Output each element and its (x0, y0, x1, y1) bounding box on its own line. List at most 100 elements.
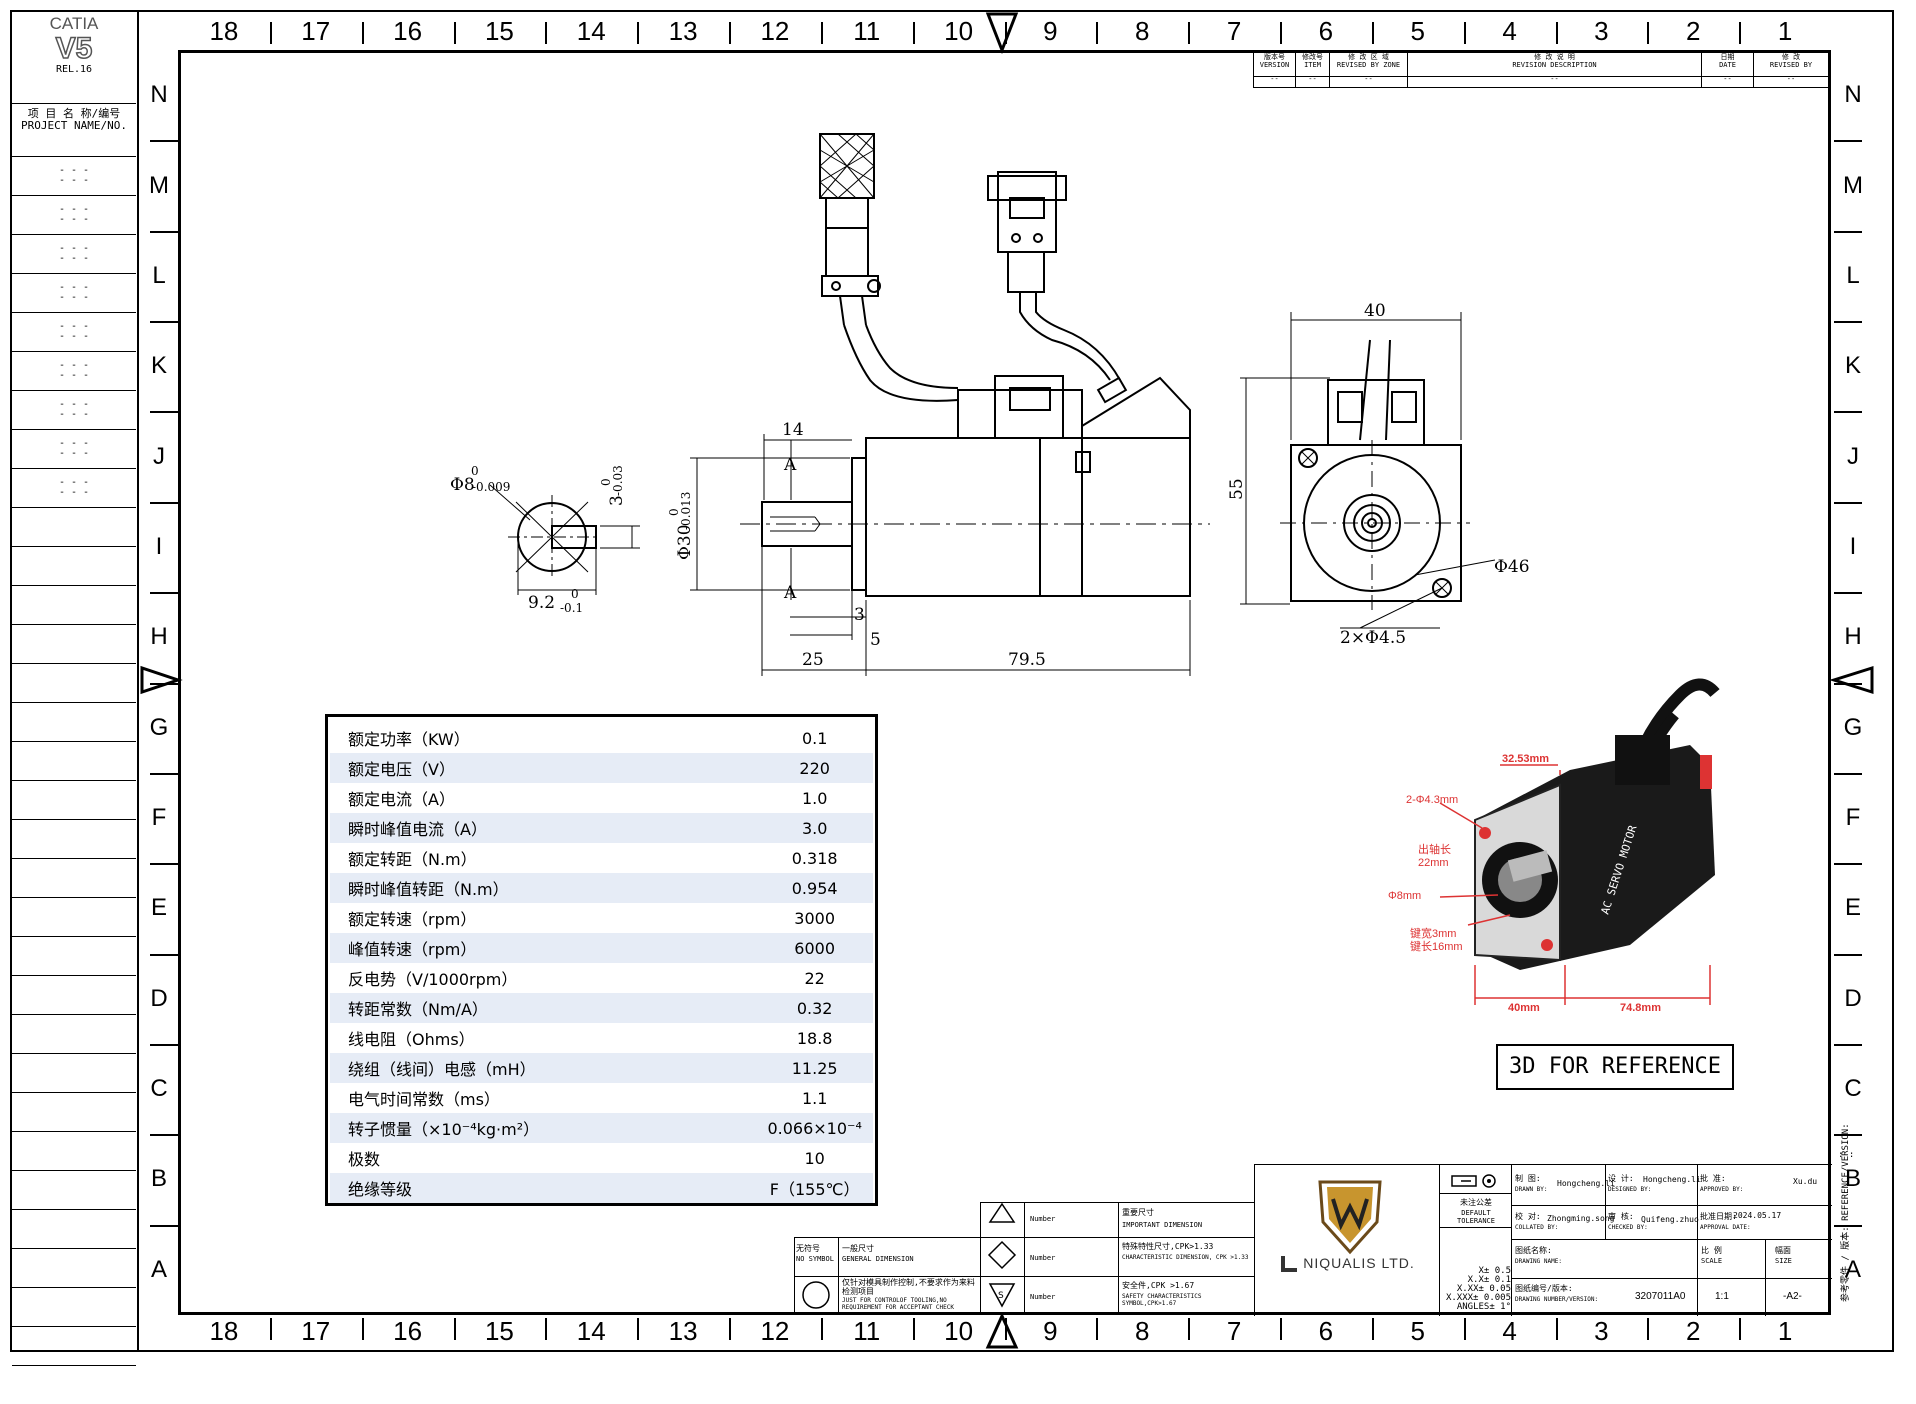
section-a-bottom: A (783, 583, 797, 603)
project-empty-row (12, 624, 136, 663)
zone-row-label: M (1843, 171, 1863, 199)
collated-label: 校 对:COLLATED BY: (1515, 1212, 1559, 1231)
zone-column-label: 17 (301, 16, 331, 46)
zone-row-label: B (1844, 1165, 1861, 1193)
tolerance-line: ANGLES± 1° (1456, 1302, 1511, 1312)
zone-column-label: 8 (1135, 1316, 1150, 1346)
drawing-name-label: 图纸名称:DRAWING NAME: (1515, 1246, 1562, 1265)
designed-value: Hongcheng.li (1643, 1175, 1701, 1184)
zone-tick (150, 501, 178, 504)
photo-dim-6: 键宽3mm (1410, 926, 1456, 940)
spec-value: 6000 (794, 938, 836, 958)
zone-column-label: 12 (760, 1316, 790, 1346)
project-row: - - - - - - (12, 468, 136, 507)
zone-column-label: 3 (1594, 16, 1609, 46)
zone-column-label: 15 (484, 16, 514, 46)
zone-tick (1096, 22, 1099, 44)
spec-row: 峰值转速（rpm）6000 (330, 933, 873, 963)
zone-tick (1280, 22, 1282, 44)
spec-name: 绕组（线间）电感（mH） (348, 1060, 536, 1079)
zone-tick (545, 1318, 548, 1340)
zone-column-label: 14 (576, 1316, 606, 1346)
spec-value: 1.1 (801, 1088, 828, 1108)
spec-name: 电气时间常数（ms） (348, 1090, 500, 1109)
tolerance-line: X.XXX± 0.005 (1445, 1293, 1511, 1303)
zone-column-label: 16 (393, 1316, 423, 1346)
dim-5: 5 (870, 630, 881, 650)
zone-tick (820, 1318, 823, 1340)
project-label-cn: 项 目 名 称/编号 (27, 107, 121, 120)
project-empty-row (12, 858, 136, 897)
zone-column-label: 7 (1226, 16, 1242, 46)
dim-holes: 2×Φ4.5 (1340, 628, 1406, 648)
photo-dim-9: 74.8mm (1620, 1002, 1661, 1014)
zone-column-label: 9 (1043, 16, 1058, 46)
symbol-number-3: Number (1030, 1293, 1056, 1301)
zone-tick (1188, 1318, 1191, 1340)
zone-row-label: A (150, 1255, 167, 1283)
project-empty-row (12, 897, 136, 936)
zone-row-label: A (1844, 1255, 1861, 1283)
spec-value: 0.1 (801, 728, 828, 748)
zone-row-label: J (153, 442, 165, 470)
zone-tick (453, 22, 456, 44)
zone-column-label: 17 (301, 1316, 331, 1346)
spec-name: 转子惯量（×10⁻⁴kg·m²） (348, 1120, 540, 1139)
scale-value: 1:1 (1715, 1291, 1729, 1302)
dim-len-shaft: 25 (802, 650, 824, 670)
zone-row-label: N (150, 81, 168, 109)
drawn-label: 制 图:DRAWN BY: (1515, 1174, 1548, 1193)
project-empty-row (12, 1326, 136, 1365)
zone-column-label: 11 (853, 16, 881, 46)
checked-label: 审 核:CHECKED BY: (1608, 1212, 1648, 1231)
zone-column-label: 5 (1410, 1316, 1425, 1346)
zone-tick (637, 1318, 640, 1340)
photo-dim-7: 键长16mm (1410, 939, 1463, 953)
zone-tick (1834, 953, 1862, 956)
spec-row: 额定电压（V）220 (330, 753, 873, 783)
project-sidebar: 项 目 名 称/编号 PROJECT NAME/NO. - - - - - - -… (12, 103, 136, 1404)
zone-tick (150, 1043, 178, 1046)
zone-tick (150, 592, 178, 595)
spec-name: 反电势（V/1000rpm） (348, 970, 518, 989)
zone-column-label: 6 (1318, 16, 1334, 46)
project-row: - - - - - - (12, 312, 136, 351)
zone-row-label: E (150, 894, 167, 922)
zone-row-label: K (1844, 352, 1861, 380)
project-label: 项 目 名 称/编号 PROJECT NAME/NO. (12, 104, 136, 136)
zone-column-label: 1 (1777, 16, 1793, 46)
zone-tick (1834, 772, 1862, 775)
spec-row: 电气时间常数（ms） 1.1 (330, 1083, 873, 1113)
zone-tick (361, 22, 364, 44)
zone-column-label: 14 (576, 16, 606, 46)
motor-photo: AC SERVO MOTOR 32.53mm 2-Φ4.3mm 出轴长 22mm… (1388, 678, 1720, 1014)
symbol-char-en: CHARACTERISTIC DIMENSION, CPK >1.33 (1122, 1254, 1249, 1261)
dim-len-body: 79.5 (1008, 650, 1046, 670)
zone-row-label: B (150, 1165, 167, 1193)
center-marks (140, 12, 1874, 1349)
spec-value: 1.0 (801, 788, 828, 808)
project-label-en: PROJECT NAME/NO. (21, 119, 127, 132)
zone-tick (150, 321, 178, 324)
project-empty-row (12, 819, 136, 858)
zone-column-label: 5 (1410, 16, 1425, 46)
symbol-tooling-en: JUST FOR CONTROLOF TOOLING,NO REQUIREMEN… (842, 1297, 954, 1311)
zone-column-label: 7 (1226, 1316, 1242, 1346)
project-row: - - - - - - (12, 390, 136, 429)
project-empty-row (12, 975, 136, 1014)
spec-value: 0.066×10⁻⁴ (767, 1118, 862, 1138)
logo-release: REL.16 (55, 64, 93, 75)
zone-tick (1004, 1318, 1007, 1340)
spec-value: 11.25 (791, 1058, 838, 1078)
dim-pilot-zero: 0 (667, 508, 681, 516)
spec-name: 额定转距（N.m） (348, 850, 477, 869)
zone-column-label: 10 (944, 1316, 974, 1346)
approved-label: 批 准:APPROVED BY: (1700, 1174, 1744, 1193)
dim-flange-w: 40 (1364, 301, 1386, 321)
zone-tick (361, 1318, 364, 1340)
symbol-safety-cn: 安全件,CPK >1.67 (1122, 1281, 1195, 1290)
